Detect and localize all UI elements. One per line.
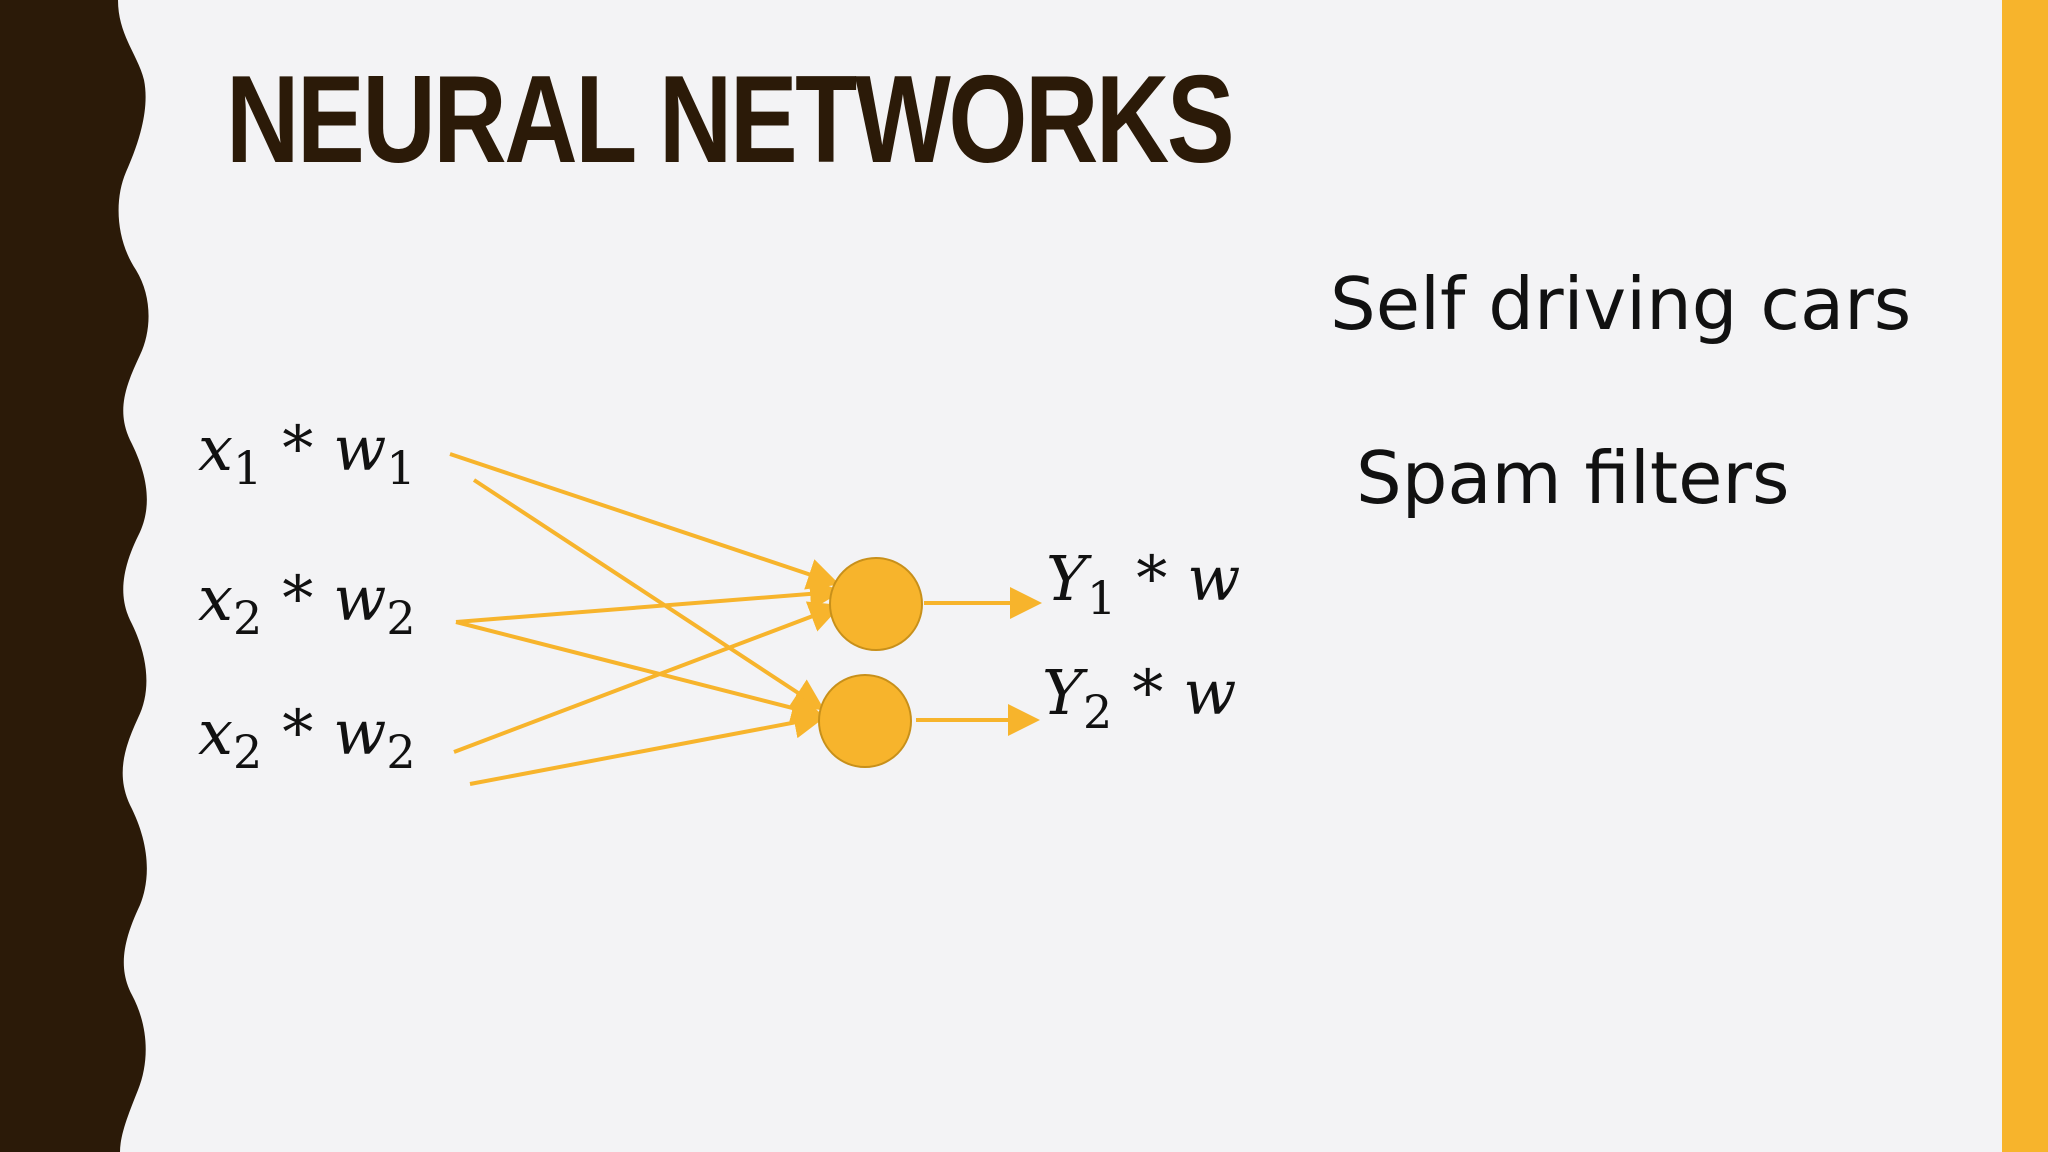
neuron-node-1 xyxy=(829,557,923,651)
input-term-3: x2*w2 xyxy=(198,702,416,776)
bullet-spam-filters: Spam filters xyxy=(1356,436,1790,520)
weight-var: w xyxy=(1187,542,1241,615)
output-term-2: Y2*w xyxy=(1042,662,1236,736)
connection-x2-to-node1 xyxy=(455,577,842,624)
bullet-self-driving-cars: Self driving cars xyxy=(1330,262,1912,346)
multiply-operator: * xyxy=(282,562,314,635)
neuron-node-2 xyxy=(818,674,912,768)
weight-subscript: 1 xyxy=(386,441,416,495)
input-var: x xyxy=(198,696,233,769)
input-subscript: 2 xyxy=(232,591,263,645)
input-var: x xyxy=(198,562,233,635)
output-subscript: 2 xyxy=(1082,685,1113,739)
output-var: Y xyxy=(1042,656,1083,729)
input-subscript: 2 xyxy=(232,725,263,779)
weight-subscript: 2 xyxy=(386,725,416,779)
multiply-operator: * xyxy=(1136,542,1168,615)
input-var: x xyxy=(198,412,233,485)
input-subscript: 1 xyxy=(232,441,263,495)
weight-var: w xyxy=(333,412,387,485)
input-term-1: x1*w1 xyxy=(198,418,416,492)
connection-x3-to-node2 xyxy=(469,706,826,786)
weight-var: w xyxy=(333,562,387,635)
wavy-left-border xyxy=(0,0,149,1152)
output-term-1: Y1*w xyxy=(1046,548,1240,622)
weight-subscript: 2 xyxy=(386,591,416,645)
connection-x1-to-node2 xyxy=(472,478,825,711)
multiply-operator: * xyxy=(1132,656,1164,729)
weight-var: w xyxy=(333,696,387,769)
input-term-2: x2*w2 xyxy=(198,568,416,642)
output-var: Y xyxy=(1046,542,1087,615)
slide-title: NEURAL NETWORKS xyxy=(226,51,1235,189)
connection-x1-to-node1 xyxy=(449,452,840,590)
connection-x3-to-node1 xyxy=(453,601,842,754)
multiply-operator: * xyxy=(282,412,314,485)
accent-right-bar xyxy=(2002,0,2048,1152)
weight-var: w xyxy=(1183,656,1237,729)
output-subscript: 1 xyxy=(1086,571,1117,625)
connection-x2-to-node2 xyxy=(455,620,824,724)
multiply-operator: * xyxy=(282,696,314,769)
